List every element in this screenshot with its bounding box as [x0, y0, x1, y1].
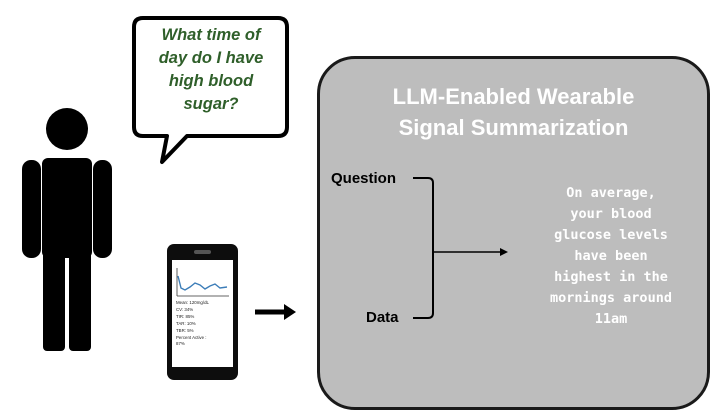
stat-line: TBR: 5% [176, 327, 194, 333]
question-label: Question [331, 170, 397, 187]
speech-bubble-text: What time of day do I have high blood su… [138, 24, 284, 116]
bubble-line: What time of [161, 26, 261, 44]
stat-line: TIR: 85% [176, 313, 195, 319]
summarization-panel: LLM-Enabled Wearable Signal Summarizatio… [317, 56, 710, 410]
stat-line: Percent Active : [176, 334, 207, 340]
bubble-line: high blood [168, 72, 254, 90]
stat-line: 87% [176, 341, 185, 347]
glucose-mini-chart [176, 268, 229, 297]
answer-line: On average, [566, 185, 656, 201]
panel-title-line: LLM-Enabled Wearable [392, 84, 635, 109]
answer-line: 11am [594, 311, 628, 327]
answer-line: have been [574, 248, 648, 264]
answer-line: mornings around [550, 290, 672, 306]
stat-line: Mean: 120mg/dL [176, 300, 209, 305]
bubble-line: sugar? [183, 95, 239, 113]
phone-stats: Mean: 120mg/dL CV: 34% TIR: 85% TAR: 10%… [176, 300, 232, 348]
stat-line: CV: 34% [176, 306, 194, 312]
answer-line: highest in the [554, 269, 668, 285]
data-label: Data [366, 309, 399, 326]
answer-line: your blood [570, 206, 652, 222]
phone-to-panel-arrow [255, 304, 296, 320]
bracket [413, 177, 434, 319]
stat-line: TAR: 10% [176, 320, 196, 326]
panel-title: LLM-Enabled Wearable Signal Summarizatio… [320, 81, 707, 143]
answer-line: glucose levels [554, 227, 668, 243]
bubble-line: day do I have [158, 49, 264, 67]
answer-text: On average, your blood glucose levels ha… [517, 183, 705, 330]
panel-title-line: Signal Summarization [398, 115, 629, 140]
